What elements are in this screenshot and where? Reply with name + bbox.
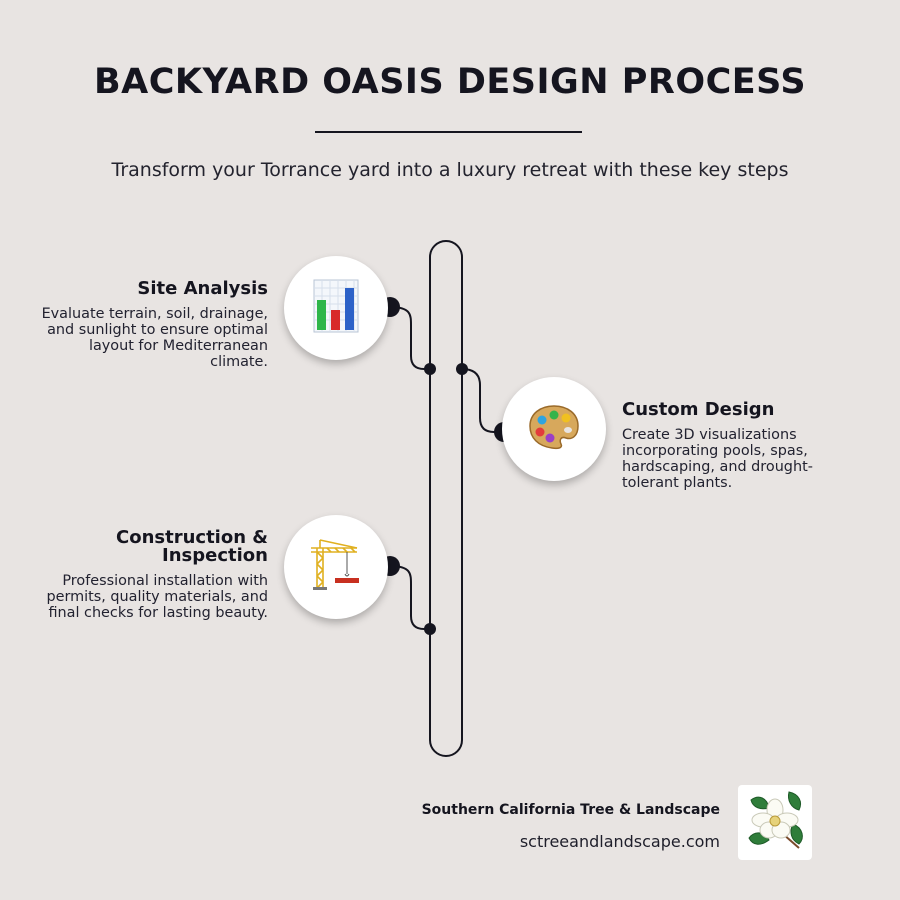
connector-construction [389, 565, 430, 630]
central-rail [429, 240, 463, 757]
step-site-analysis: Site Analysis Evaluate terrain, soil, dr… [40, 278, 268, 371]
company-name: Southern California Tree & Landscape [421, 802, 720, 818]
company-website[interactable]: sctreeandlandscape.com [519, 832, 720, 851]
step-title: Construction & Inspection [116, 527, 268, 566]
title-underline [315, 131, 582, 133]
connector-custom-design [461, 368, 504, 433]
step-description: Evaluate terrain, soil, drainage, and su… [41, 306, 268, 370]
step-custom-design-circle [502, 377, 606, 481]
company-logo [738, 785, 812, 860]
step-title: Custom Design [622, 399, 775, 420]
step-description: Professional installation with permits, … [46, 573, 268, 621]
node-rail-left-2 [424, 623, 436, 635]
node-rail-right-1 [456, 363, 468, 375]
node-rail-left-1 [424, 363, 436, 375]
step-title: Site Analysis [137, 278, 268, 299]
page-subtitle: Transform your Torrance yard into a luxu… [111, 159, 789, 181]
step-construction-circle [284, 515, 388, 619]
bar-chart-icon [312, 278, 360, 338]
page-title: BACKYARD OASIS DESIGN PROCESS [93, 62, 807, 102]
step-construction: Construction & Inspection Professional i… [40, 527, 268, 622]
construction-crane-icon [309, 538, 363, 596]
step-description: Create 3D visualizations incorporating p… [622, 427, 813, 491]
artist-palette-icon [528, 404, 580, 454]
connector-site-analysis [389, 306, 430, 370]
magnolia-flower-icon [743, 788, 807, 858]
step-custom-design: Custom Design Create 3D visualizations i… [622, 399, 862, 492]
step-site-analysis-circle [284, 256, 388, 360]
